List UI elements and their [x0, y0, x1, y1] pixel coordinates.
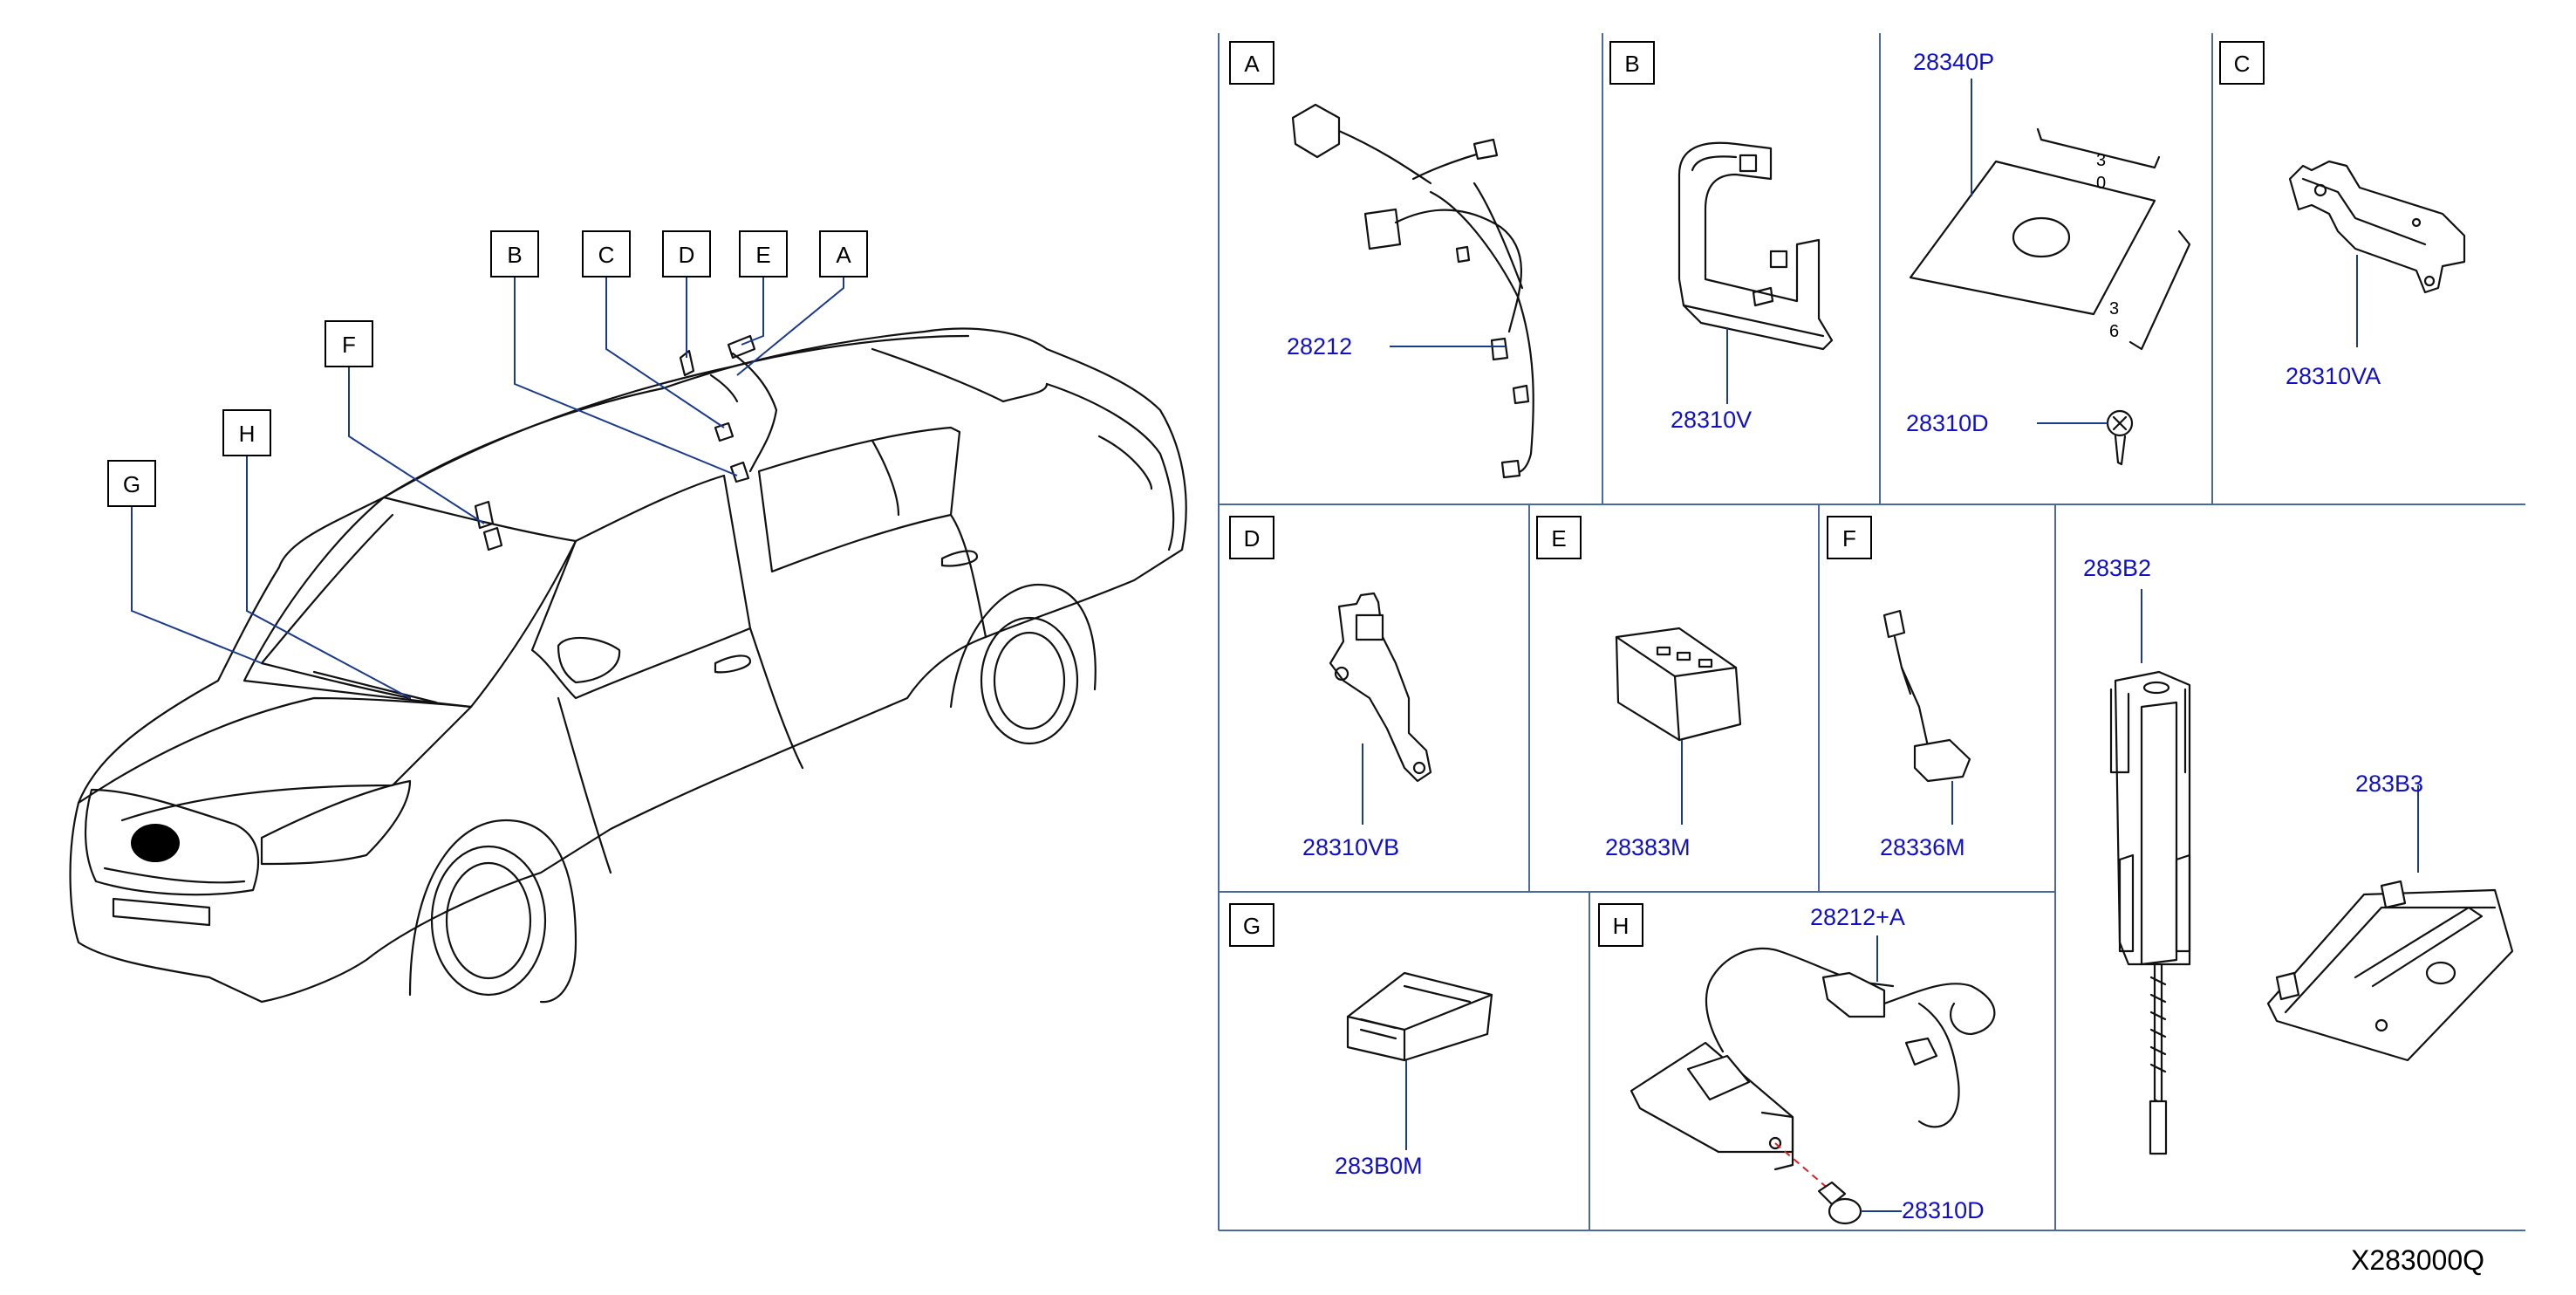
callout-a: A [819, 230, 868, 278]
panel-a-letter: A [1244, 51, 1260, 77]
callout-d: D [662, 230, 711, 278]
panel-c: C 28310VA [2219, 41, 2466, 389]
bracket-28310vb [1329, 592, 1432, 783]
module-28383m [1615, 627, 1742, 742]
part-28310d-b: 28310D [1902, 1197, 1985, 1223]
bracket-283b3 [2266, 880, 2514, 1062]
part-28310v: 28310V [1671, 407, 1752, 433]
panel-right: 283B2 283B3 [2083, 555, 2514, 1155]
holder-283b2 [2109, 670, 2191, 1155]
callout-h: H [222, 409, 271, 456]
panel-b: B 28310V [1609, 41, 1834, 433]
panel-h-letter: H [1613, 913, 1630, 939]
part-283b0m: 283B0M [1335, 1153, 1423, 1179]
car-callouts: B C D E A F H G [107, 230, 868, 507]
callout-c-label: C [598, 242, 615, 268]
wire-harness-28212 [1291, 103, 1534, 479]
callout-b-label: B [507, 242, 522, 268]
dim-3a: 3 [2096, 151, 2106, 170]
dim-3b: 3 [2109, 299, 2119, 319]
panel-f-letter: F [1842, 525, 1856, 552]
dim-0: 0 [2096, 174, 2106, 193]
part-28310va: 28310VA [2286, 363, 2381, 389]
sheet-28340p [1909, 127, 2191, 351]
sensor-28336m [1882, 609, 1971, 783]
callout-h-label: H [239, 421, 256, 447]
panel-f: F 28336M [1827, 516, 1971, 860]
diagram-reference: X283000Q [2351, 1244, 2484, 1276]
panel-b-letter: B [1624, 51, 1639, 77]
panel-d: D 28310VB [1229, 516, 1432, 860]
callout-c: C [582, 230, 631, 278]
panel-grid [1218, 33, 2525, 1231]
bolt-28310d-a [2106, 409, 2134, 466]
panel-h: H 28212+A 28310D [1598, 903, 1996, 1225]
harness-28212-a [1630, 947, 1996, 1171]
panel-d-letter: D [1244, 525, 1261, 552]
callout-e-label: E [755, 242, 770, 268]
module-283b0m [1346, 971, 1493, 1062]
callout-f-label: F [342, 332, 356, 358]
car-illustration [69, 327, 1187, 1004]
part-28310vb: 28310VB [1302, 834, 1399, 860]
callout-f: F [325, 320, 373, 367]
part-28212: 28212 [1287, 333, 1352, 360]
part-28336m: 28336M [1880, 834, 1965, 860]
callout-a-label: A [836, 242, 851, 268]
callout-e: E [739, 230, 788, 278]
panel-c-letter: C [2234, 51, 2251, 77]
panel-g-letter: G [1243, 913, 1261, 939]
callout-g-label: G [123, 471, 140, 497]
callout-g: G [107, 460, 156, 507]
bolt-28310d-b [1817, 1181, 1862, 1225]
part-283b3: 283B3 [2355, 771, 2423, 797]
bracket-28310v [1677, 141, 1834, 351]
part-28340p: 28340P [1913, 49, 1994, 75]
panel-a: A 28212 [1229, 41, 1534, 479]
panel-e: E 28383M [1536, 516, 1742, 860]
part-28383m: 28383M [1605, 834, 1691, 860]
bracket-28310va [2288, 160, 2466, 294]
panel-g: G 283B0M [1229, 903, 1493, 1179]
part-28310d-a: 28310D [1906, 410, 1989, 436]
car-leader-lines [131, 262, 844, 699]
callout-d-label: D [679, 242, 695, 268]
panel-e-letter: E [1551, 525, 1566, 552]
dim-6: 6 [2109, 322, 2119, 341]
panel-sheet: 3 0 3 6 28340P 28310D [1906, 49, 2191, 466]
part-283b2: 283B2 [2083, 555, 2151, 581]
callout-b: B [490, 230, 539, 278]
part-28212-a: 28212+A [1810, 904, 1905, 930]
